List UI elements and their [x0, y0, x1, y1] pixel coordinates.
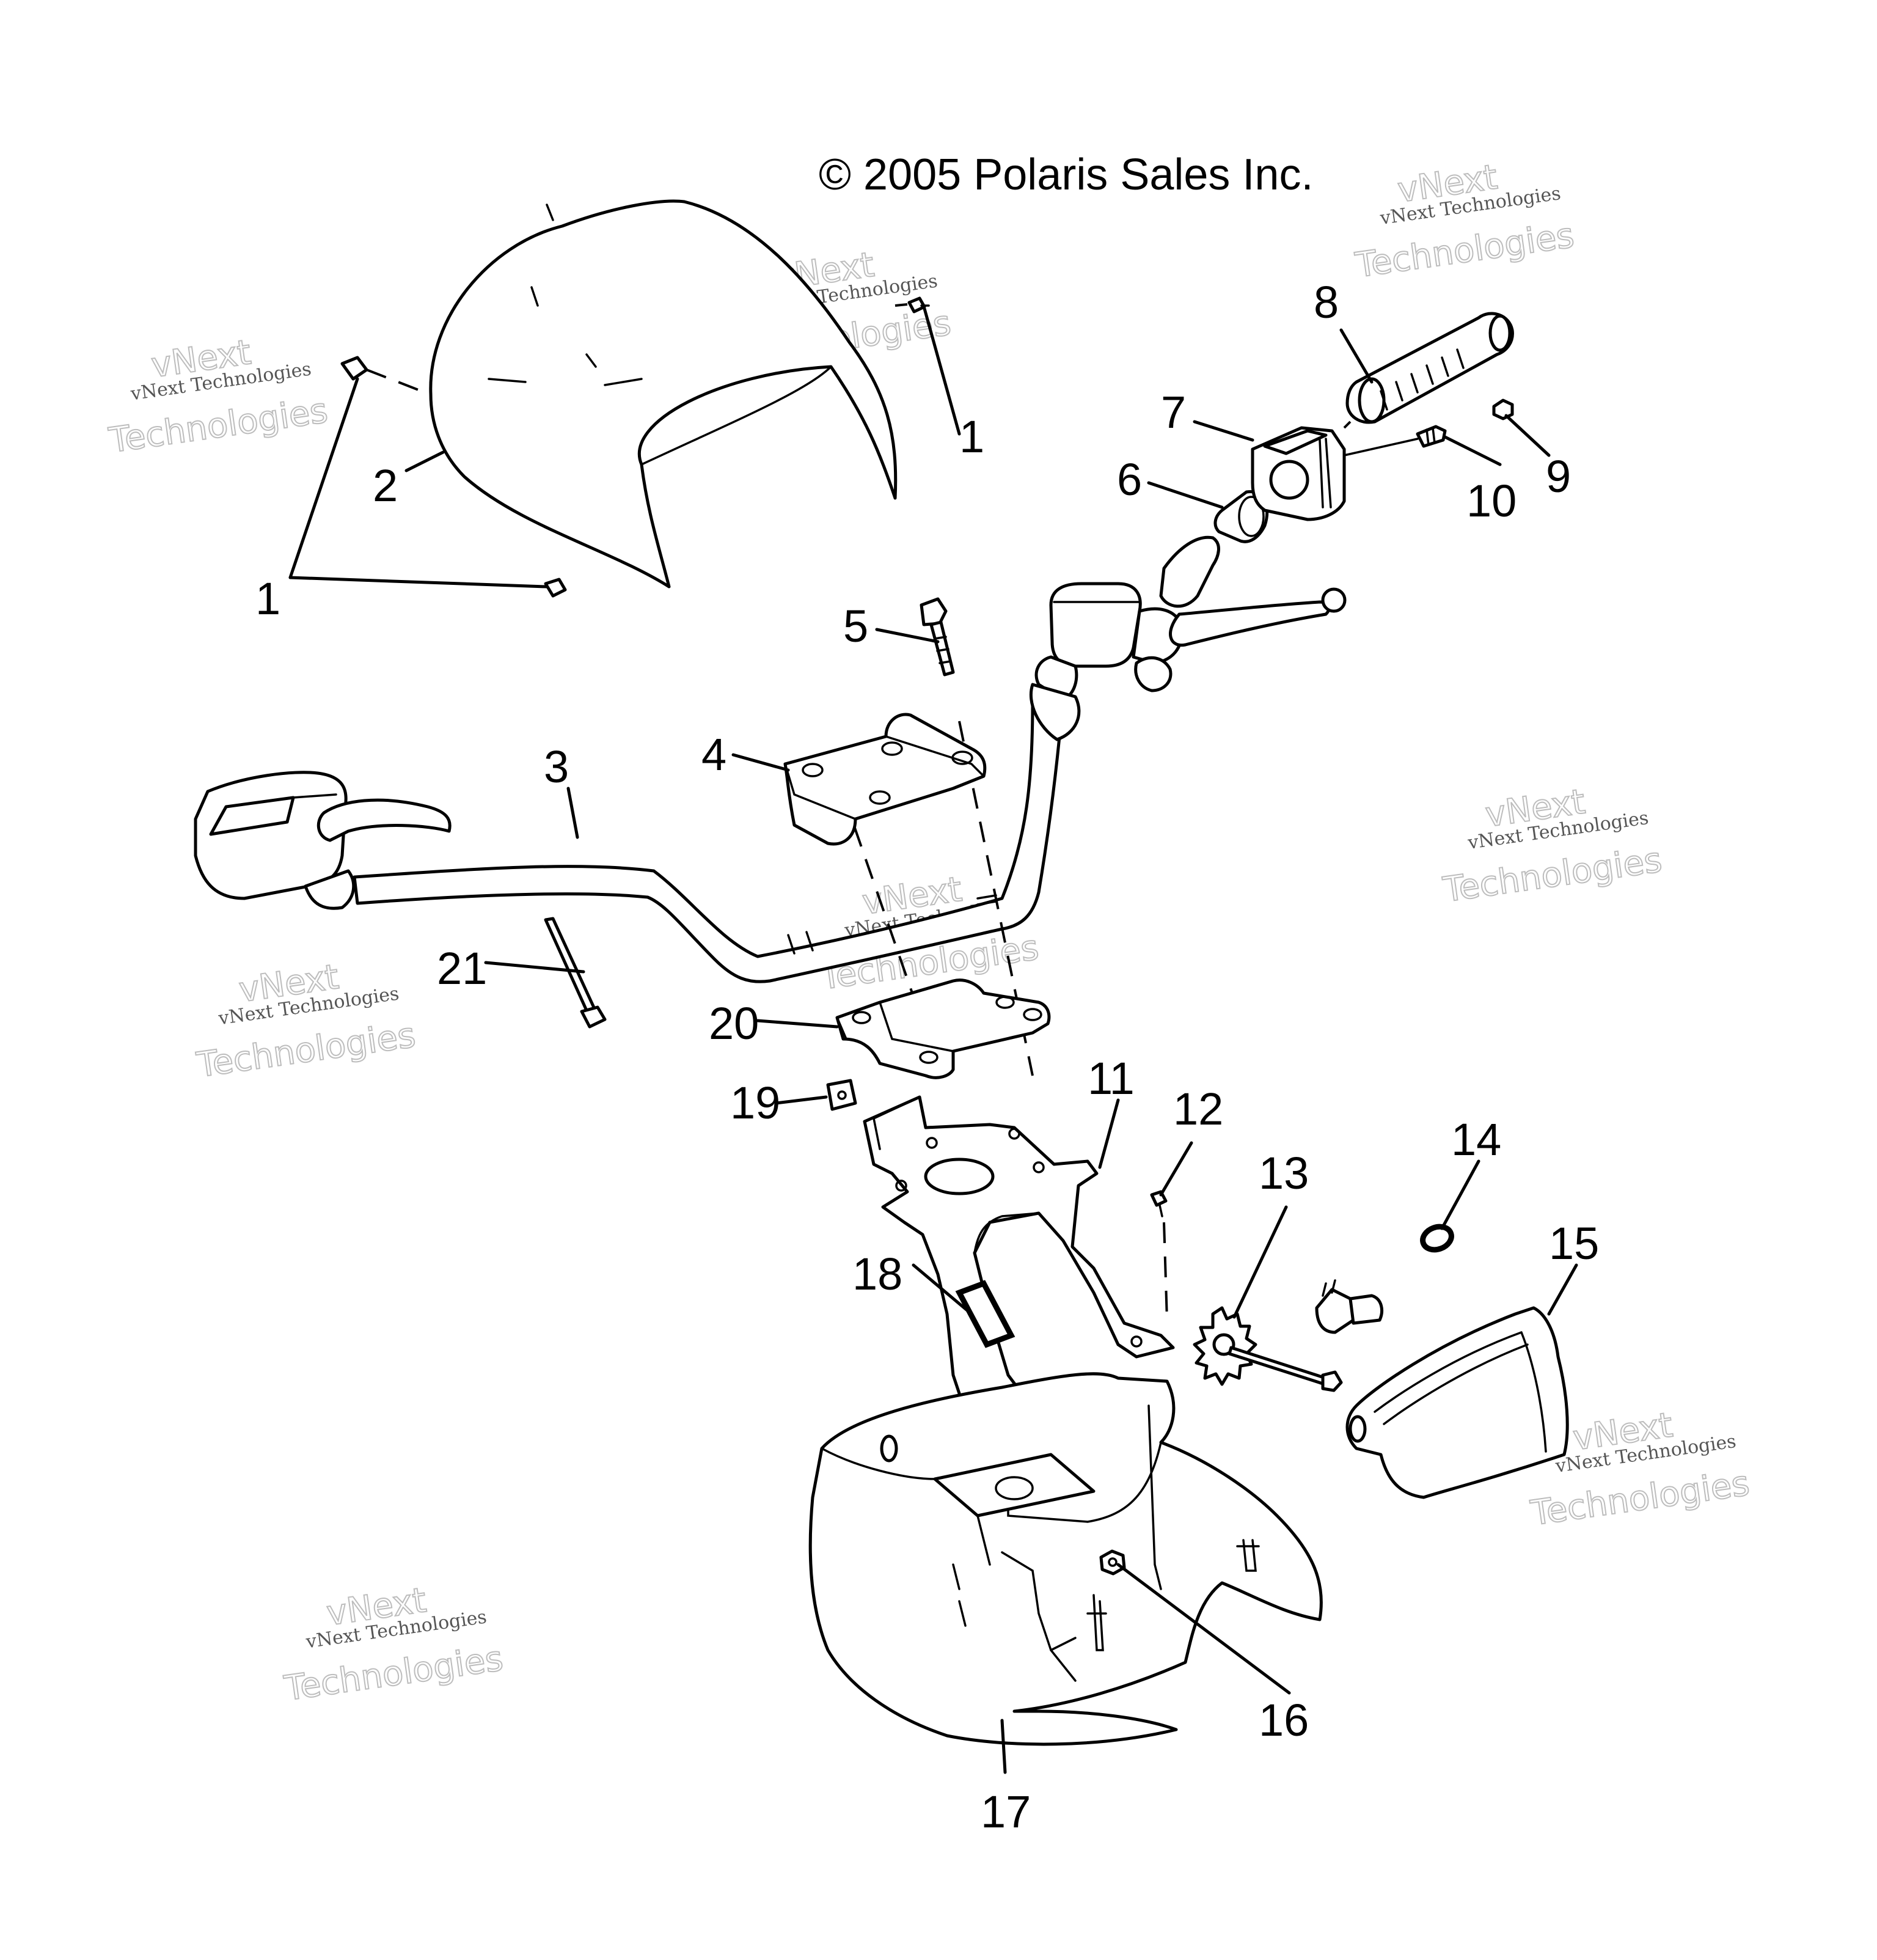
screw-10-axis [1343, 438, 1419, 457]
screw-axis-left [366, 369, 422, 392]
switch-housing-part [1251, 426, 1346, 521]
leader-18 [912, 1263, 973, 1316]
windshield-screw-bottom [544, 578, 567, 598]
windshield-screw-left [340, 356, 368, 381]
watermark-6: vNext vNext Technologies Technologies [1440, 781, 1665, 911]
callout-15: 15 [1549, 1218, 1599, 1269]
headlight-pod-part [808, 1372, 1323, 1746]
hand-grip-part [1345, 312, 1514, 424]
callout-10: 10 [1466, 475, 1517, 526]
screw-12-axis [1163, 1222, 1168, 1321]
watermark-4: vNext vNext Technologies Technologies [194, 956, 419, 1086]
long-bolt-part [544, 917, 607, 1029]
leader-8 [1339, 328, 1374, 384]
end-cap-part [1492, 398, 1514, 420]
copyright-text: © 2005 Polaris Sales Inc. [819, 150, 1313, 199]
callout-14: 14 [1451, 1114, 1501, 1165]
leader-17 [1000, 1719, 1007, 1774]
clamp-axis-right [958, 721, 1034, 1076]
headlight-part [1345, 1306, 1569, 1499]
callout-1-left: 1 [255, 573, 280, 624]
small-screw-part [1150, 1190, 1168, 1217]
leader-19 [774, 1095, 828, 1105]
leader-4 [731, 753, 790, 772]
lower-clamp-part [835, 978, 1051, 1079]
leader-lines [288, 307, 1578, 1774]
callout-11: 11 [1088, 1053, 1135, 1104]
callout-8: 8 [1314, 277, 1339, 328]
o-ring-part [1420, 1224, 1454, 1253]
grip-axis [1343, 420, 1352, 429]
headlight-bulb-part [1315, 1279, 1383, 1334]
brake-master-cylinder [1029, 535, 1347, 741]
screw-axis-right [895, 303, 908, 307]
leader-11 [1098, 1098, 1120, 1169]
leader-6 [1147, 481, 1224, 509]
callout-9: 9 [1546, 451, 1571, 502]
leader-5 [875, 628, 940, 644]
callout-13: 13 [1259, 1148, 1309, 1198]
callout-6: 6 [1117, 454, 1142, 505]
upper-clamp-part [783, 713, 987, 846]
mount-bracket-part [863, 1095, 1175, 1438]
switch-screw-part [1416, 425, 1447, 448]
callouts: 1 1 2 3 4 5 6 7 8 9 10 11 12 13 14 15 16… [255, 277, 1599, 1837]
label-part [955, 1280, 1015, 1348]
leader-20 [756, 1019, 839, 1029]
leader-1-right [923, 307, 961, 436]
watermark-7: vNext vNext Technologies Technologies [281, 1580, 506, 1709]
callout-17: 17 [981, 1786, 1031, 1837]
callout-21: 21 [437, 943, 487, 994]
clamp-bolt [920, 597, 955, 677]
callout-3: 3 [544, 741, 569, 792]
leader-7 [1193, 420, 1254, 442]
leader-21 [484, 961, 585, 974]
watermark-1: vNext vNext Technologies Technologies [106, 332, 331, 461]
callout-4: 4 [701, 729, 726, 780]
leader-3 [566, 787, 579, 839]
leader-1-left-right [288, 576, 549, 589]
leader-15 [1547, 1263, 1578, 1316]
leader-16 [1116, 1563, 1291, 1695]
watermark-3: vNext vNext Technologies Technologies [1352, 156, 1577, 286]
leader-1-left-up [288, 377, 359, 579]
callout-7: 7 [1161, 387, 1186, 438]
adjuster-gear-part [1193, 1306, 1343, 1392]
callout-20: 20 [709, 998, 759, 1049]
leader-9 [1504, 414, 1551, 457]
leader-14 [1440, 1159, 1480, 1230]
callout-5: 5 [843, 601, 868, 651]
callout-16: 16 [1259, 1695, 1309, 1745]
callout-18: 18 [852, 1249, 902, 1299]
callout-1-right: 1 [959, 411, 984, 462]
windshield-part [429, 199, 898, 589]
hex-nut-part [1099, 1549, 1126, 1576]
leader-2 [404, 450, 445, 472]
callout-12: 12 [1173, 1084, 1223, 1134]
leader-12 [1159, 1141, 1193, 1197]
callout-2: 2 [373, 460, 398, 511]
leader-10 [1443, 435, 1502, 466]
clip-nut-part [826, 1079, 857, 1111]
leader-13 [1232, 1205, 1288, 1319]
left-control-housing [194, 771, 452, 910]
callout-19: 19 [730, 1077, 780, 1128]
windshield-screw-right [907, 296, 930, 314]
